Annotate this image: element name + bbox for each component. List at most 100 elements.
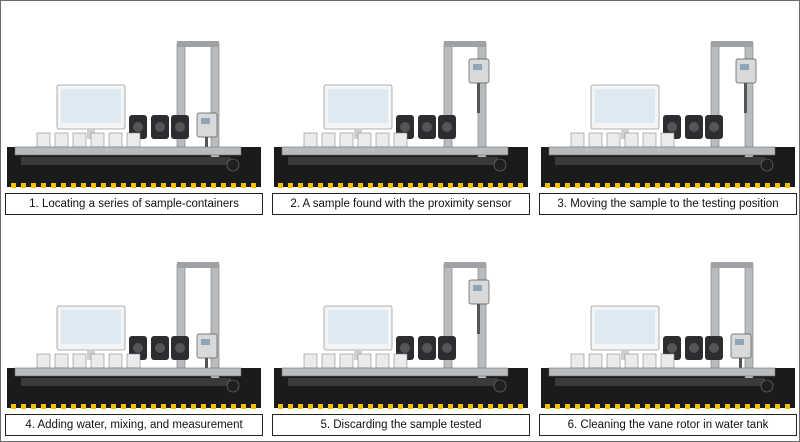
hazard-dash xyxy=(161,183,166,188)
sample-container xyxy=(357,353,372,369)
hazard-dash xyxy=(91,404,96,409)
hazard-dash xyxy=(458,404,463,409)
head-display xyxy=(201,118,210,124)
sample-container xyxy=(321,132,336,148)
monitor-screen xyxy=(328,310,388,344)
hazard-dash xyxy=(775,404,780,409)
hazard-dash xyxy=(745,183,750,188)
sample-container xyxy=(126,353,141,369)
hazard-dash xyxy=(221,183,226,188)
panel-caption: 3. Moving the sample to the testing posi… xyxy=(539,193,797,215)
hazard-dash xyxy=(308,404,313,409)
drive-motor xyxy=(493,158,507,172)
hazard-dash xyxy=(575,183,580,188)
rheometer-head xyxy=(196,333,218,359)
head-display xyxy=(735,339,744,345)
hazard-dash xyxy=(211,183,216,188)
hazard-dash xyxy=(288,183,293,188)
hazard-dash xyxy=(605,404,610,409)
hazard-dash xyxy=(111,404,116,409)
monitor-screen xyxy=(595,89,655,123)
hazard-dash xyxy=(508,183,513,188)
hazard-dash xyxy=(141,183,146,188)
hazard-dash xyxy=(278,183,283,188)
hazard-dash xyxy=(101,183,106,188)
hazard-dash xyxy=(488,404,493,409)
sample-container xyxy=(660,132,675,148)
hazard-dash xyxy=(191,404,196,409)
hazard-dash xyxy=(705,404,710,409)
hazard-dash xyxy=(151,183,156,188)
hazard-dash xyxy=(645,404,650,409)
sample-container xyxy=(642,353,657,369)
hazard-dash xyxy=(61,183,66,188)
hazard-dash xyxy=(478,183,483,188)
drive-motor xyxy=(760,379,774,393)
sample-container xyxy=(339,132,354,148)
linear-rail xyxy=(14,146,242,156)
sample-container xyxy=(303,132,318,148)
sample-container xyxy=(393,353,408,369)
hazard-dash xyxy=(241,404,246,409)
sample-container xyxy=(36,132,51,148)
gantry-post xyxy=(210,42,220,164)
sample-container xyxy=(624,132,639,148)
hazard-dash xyxy=(81,404,86,409)
hazard-dash xyxy=(31,183,36,188)
hazard-dash xyxy=(201,404,206,409)
drive-motor xyxy=(493,379,507,393)
hazard-dash xyxy=(221,404,226,409)
hazard-dash xyxy=(635,183,640,188)
hazard-dash xyxy=(308,183,313,188)
panel-4: 4. Adding water, mixing, and measurement xyxy=(1,222,267,442)
hazard-dash xyxy=(388,183,393,188)
hazard-dash xyxy=(31,404,36,409)
hazard-dash xyxy=(625,404,630,409)
cable-chain xyxy=(288,378,498,386)
hazard-dash xyxy=(725,183,730,188)
hazard-dash xyxy=(545,183,550,188)
hazard-dash xyxy=(181,183,186,188)
hazard-dash xyxy=(448,404,453,409)
pump-rotor xyxy=(422,122,432,132)
panel-caption: 6. Cleaning the vane rotor in water tank xyxy=(539,414,797,436)
hazard-dash xyxy=(775,183,780,188)
sample-container xyxy=(339,353,354,369)
gantry-post xyxy=(210,263,220,385)
gantry-crossbar xyxy=(444,262,486,268)
hazard-dash xyxy=(448,183,453,188)
linear-rail xyxy=(281,146,509,156)
hazard-dash xyxy=(358,183,363,188)
hazard-dash xyxy=(328,183,333,188)
hazard-dash xyxy=(428,183,433,188)
hazard-dash xyxy=(378,183,383,188)
pump-rotor xyxy=(709,343,719,353)
sample-container xyxy=(54,132,69,148)
head-display xyxy=(473,285,482,291)
head-display xyxy=(201,339,210,345)
hazard-dash xyxy=(715,183,720,188)
hazard-dash xyxy=(755,404,760,409)
machine-photo xyxy=(541,41,795,188)
pump-rotor xyxy=(442,343,452,353)
hazard-dash xyxy=(358,404,363,409)
hazard-dash xyxy=(418,183,423,188)
drive-motor xyxy=(760,158,774,172)
pump-rotor xyxy=(133,122,143,132)
hazard-dash xyxy=(735,404,740,409)
rheometer-head xyxy=(468,58,490,84)
pump-rotor xyxy=(442,122,452,132)
monitor-screen xyxy=(595,310,655,344)
panel-caption: 5. Discarding the sample tested xyxy=(272,414,530,436)
hazard-dash xyxy=(71,183,76,188)
hazard-dash xyxy=(388,404,393,409)
hazard-dash xyxy=(555,404,560,409)
hazard-dash xyxy=(408,183,413,188)
hazard-dash xyxy=(438,404,443,409)
hazard-dash xyxy=(418,404,423,409)
pump-rotor xyxy=(709,122,719,132)
hazard-dash xyxy=(488,183,493,188)
hazard-dash xyxy=(615,183,620,188)
cable-chain xyxy=(21,157,231,165)
linear-rail xyxy=(281,367,509,377)
